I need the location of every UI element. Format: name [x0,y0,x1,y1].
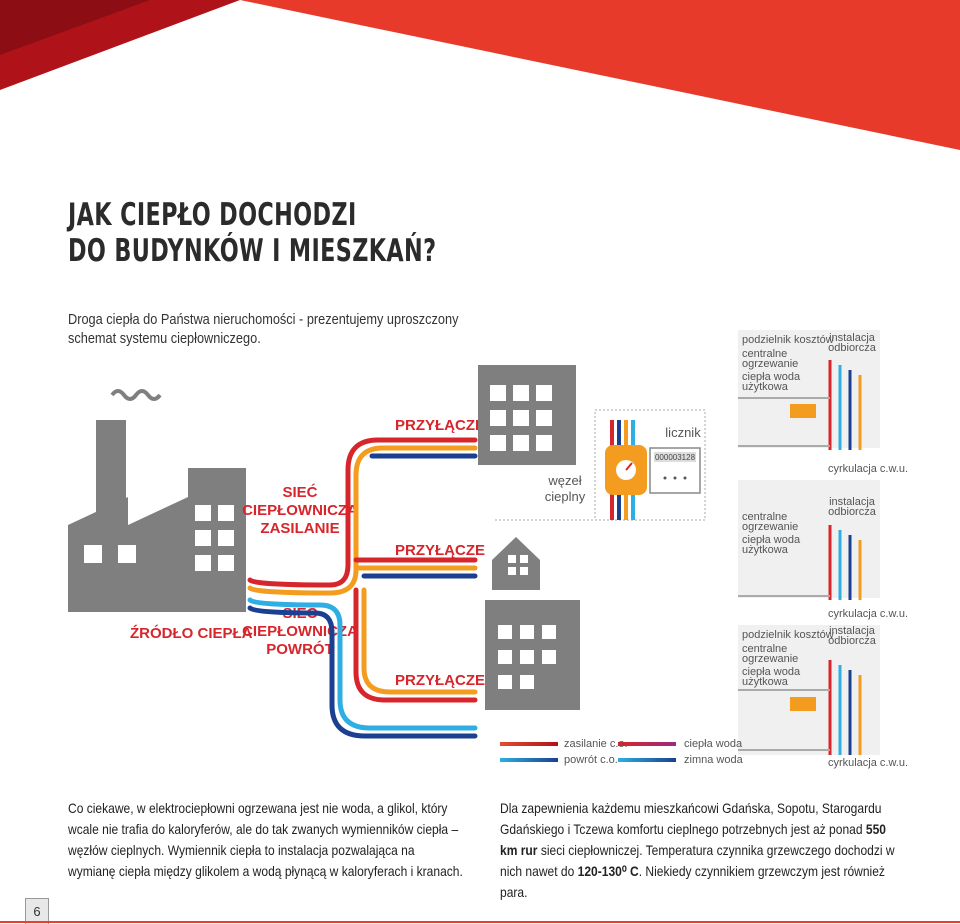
substation-label-1: węzeł [547,473,581,488]
panel3-right-label1: instalacja [829,625,876,637]
panel1-right-label2: odbiorcza [828,342,877,354]
factory-icon [68,389,246,612]
panel1-circulation: cyrkulacja c.w.u. [828,463,908,475]
connection-label-top: PRZYŁĄCZE [395,417,485,434]
supply-network-label-2: CIEPŁOWNICZA [242,502,358,519]
legend-cold-water: zimna woda [684,754,744,766]
connection-label-bottom: PRZYŁĄCZE [395,672,485,689]
panel3-right-label2: odbiorcza [828,635,877,647]
panel2-line2: ogrzewanie [742,521,798,533]
heating-system-diagram: ŹRÓDŁO CIEPŁA SIEĆ CIEPŁOWNICZA ZASILANI… [68,330,908,769]
meter-icon [649,447,701,494]
supply-network-label-3: ZASILANIE [260,520,339,537]
heat-exchanger-icon [605,420,647,520]
installation-panel-3 [738,625,880,755]
panel3-line3: ciepła woda [742,666,801,678]
legend-hot-water: ciepła woda [684,738,743,750]
panel1-line2: ogrzewanie [742,358,798,370]
panel3-line1: centralne [742,643,787,655]
panel1-cost-allocator: podzielnik kosztów [742,334,834,346]
supply-network-label-1: SIEĆ [282,483,317,501]
source-label: ŹRÓDŁO CIEPŁA [130,624,253,642]
legend [500,742,676,762]
panel1-line3: ciepła woda [742,371,801,383]
panel3-circulation: cyrkulacja c.w.u. [828,757,908,769]
page-number: 6 [25,898,49,924]
panel2-line3: ciepła woda [742,534,801,546]
panel1-line4: użytkowa [742,381,789,393]
panel2-circulation: cyrkulacja c.w.u. [828,608,908,620]
apartment-building-icon [478,365,576,465]
body-text-left: Co ciekawe, w elektrociepłowni ogrzewana… [68,800,463,879]
substation-label-2: cieplny [545,489,586,504]
panel2-right-label1: instalacja [829,496,876,508]
meter-label: licznik [665,425,701,440]
body-text-right: Dla zapewnienia każdemu mieszkańcowi Gda… [500,800,895,900]
intro-text: Droga ciepła do Państwa nieruchomości - … [68,311,459,347]
return-pipes [247,453,478,739]
connection-label-mid: PRZYŁĄCZE [395,542,485,559]
footer-bar [0,921,960,923]
supply-pipes [247,437,478,703]
legend-return: powrót c.o. [564,754,618,766]
substation-box [495,409,706,521]
panel3-cost-allocator: podzielnik kosztów [742,629,834,641]
corner-decoration [0,0,960,150]
office-building-icon [485,600,580,710]
meter-reading: 000003128 [655,453,696,462]
panel2-line4: użytkowa [742,544,789,556]
installation-panel-2 [738,480,880,600]
installation-panel-1 [738,330,880,450]
house-icon [492,537,540,590]
legend-supply: zasilanie c.o. [564,738,628,750]
panel1-line1: centralne [742,348,787,360]
panel2-right-label2: odbiorcza [828,506,877,518]
panel1-right-label1: instalacja [829,332,876,344]
return-network-label-3: POWRÓT [266,640,334,658]
return-network-label-2: CIEPŁOWNICZA [242,623,358,640]
panel2-line1: centralne [742,511,787,523]
panel3-line4: użytkowa [742,676,789,688]
panel3-line2: ogrzewanie [742,653,798,665]
